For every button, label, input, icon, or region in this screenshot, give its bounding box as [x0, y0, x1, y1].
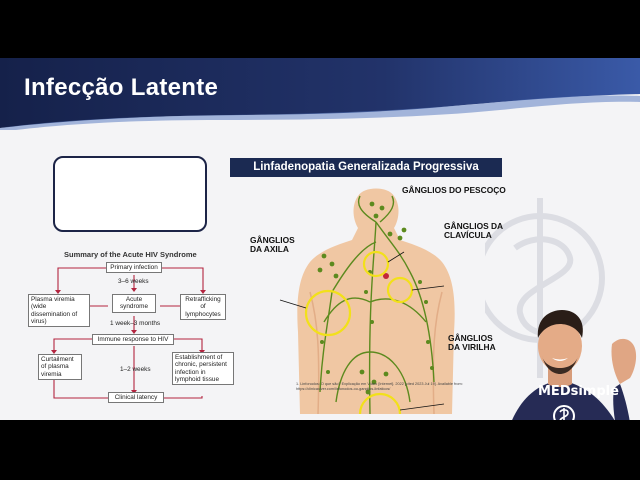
- empty-text-box: [53, 156, 207, 232]
- lymph-node-anatomy-illustration: [240, 182, 520, 414]
- slide-header: Infecção Latente: [0, 58, 640, 128]
- figure-banner: Linfadenopatia Generalizada Progressiva: [230, 158, 502, 177]
- video-letterbox-top: [0, 0, 640, 58]
- slide-title: Infecção Latente: [24, 74, 218, 102]
- establishment-box: Establishment of chronic, persistent inf…: [172, 352, 234, 385]
- clinical-latency-box: Clinical latency: [108, 392, 164, 403]
- interval-label-3: 1–2 weeks: [120, 366, 151, 373]
- plasma-viremia-box: Plasma viremia (wide dissemination of vi…: [28, 294, 90, 327]
- shirt-logo-text: MEDsimple: [538, 384, 619, 399]
- presenter-video: [480, 288, 640, 420]
- video-letterbox-bottom: [0, 420, 640, 480]
- label-neck-nodes: GÂNGLIOS DO PESCOÇO: [402, 186, 506, 195]
- immune-response-box: Immune response to HIV: [92, 334, 174, 345]
- hiv-flowchart: Summary of the Acute HIV Syndrome Primar…: [24, 244, 244, 416]
- label-axilla-nodes: GÂNGLIOS DA AXILA: [250, 236, 306, 254]
- interval-label-2: 1 week–3 months: [110, 320, 160, 327]
- figure-citation: 1. Linfonodos: O que são? Explicação em …: [296, 382, 476, 391]
- slide: Infecção Latente: [0, 58, 640, 420]
- acute-syndrome-box: Acute syndrome: [112, 294, 156, 313]
- interval-label-1: 3–6 weeks: [118, 278, 149, 285]
- retrafficking-box: Retrafficking of lymphocytes: [180, 294, 226, 320]
- primary-infection-box: Primary infection: [106, 262, 162, 273]
- label-clavicle-nodes: GÂNGLIOS DA CLAVÍCULA: [444, 222, 508, 240]
- curtailment-box: Curtailment of plasma viremia: [38, 354, 82, 380]
- flowchart-title: Summary of the Acute HIV Syndrome: [64, 250, 197, 259]
